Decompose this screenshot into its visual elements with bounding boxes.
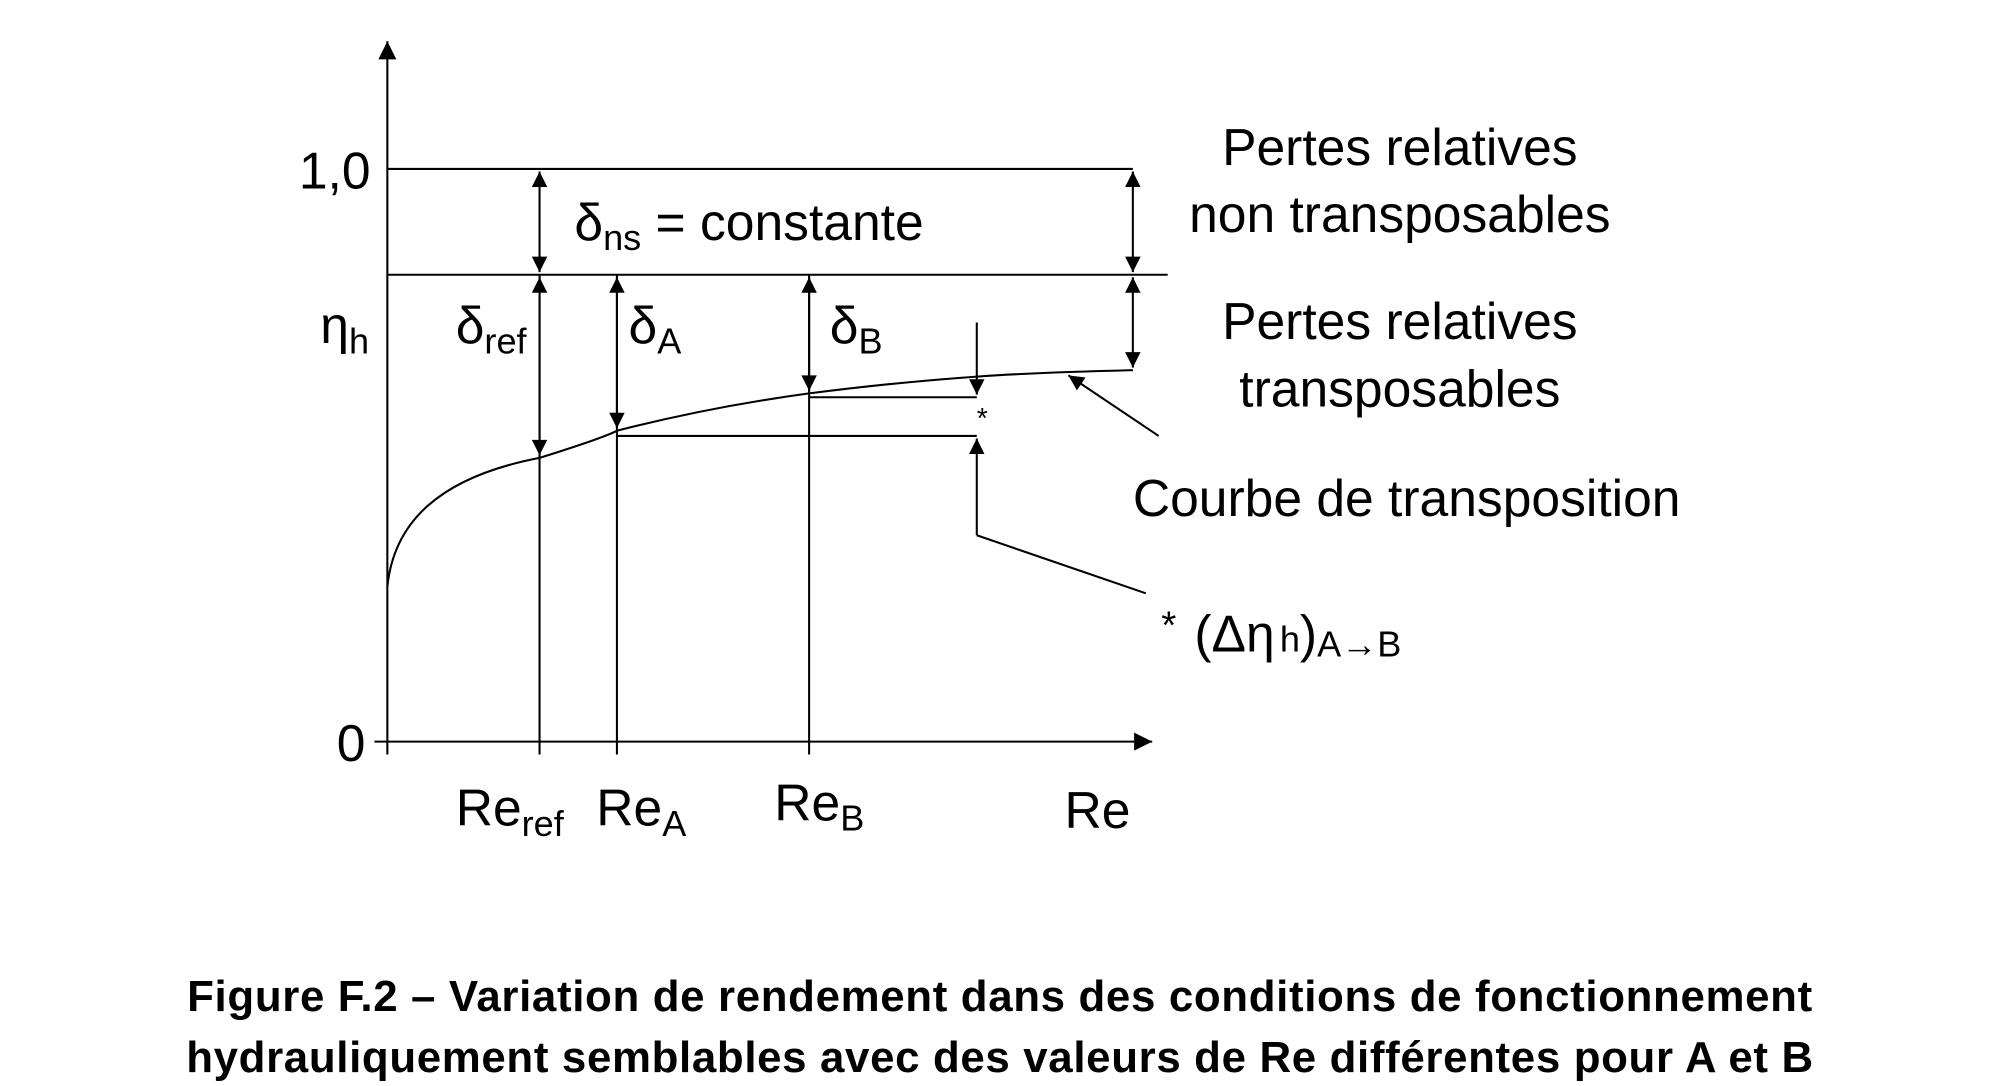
y-tick-1: 1,0 xyxy=(299,141,371,199)
figure-caption-line-2: hydrauliquement semblables avec des vale… xyxy=(186,1033,1814,1082)
transposable-label-2: transposables xyxy=(1239,359,1560,417)
x-label-re: Re xyxy=(1064,781,1130,839)
figure-caption-line-1: Figure F.2 – Variation de rendement dans… xyxy=(187,972,1813,1021)
delta-ns-label: δns = constante xyxy=(574,193,923,258)
x-label-re-ref: Reref xyxy=(456,778,565,843)
curve-label: Courbe de transposition xyxy=(1133,469,1681,527)
x-label-re-a: ReA xyxy=(596,778,687,843)
asterisk-mark: * xyxy=(977,403,988,435)
y-tick-0: 0 xyxy=(337,714,366,772)
y-label-eta-h: ηh xyxy=(320,296,369,361)
transposition-curve xyxy=(386,369,1133,587)
transposable-label-1: Pertes relatives xyxy=(1222,292,1577,350)
delta-ref-label: δref xyxy=(456,296,528,361)
delta-b-label: δB xyxy=(830,296,883,361)
curve-leader xyxy=(1067,374,1160,437)
delta-a-label: δA xyxy=(629,296,683,361)
non-transposable-label-1: Pertes relatives xyxy=(1222,118,1577,176)
non-transposable-label-2: non transposables xyxy=(1189,185,1611,243)
delta-eta-leader xyxy=(976,534,1147,595)
x-label-re-b: ReB xyxy=(774,773,864,838)
